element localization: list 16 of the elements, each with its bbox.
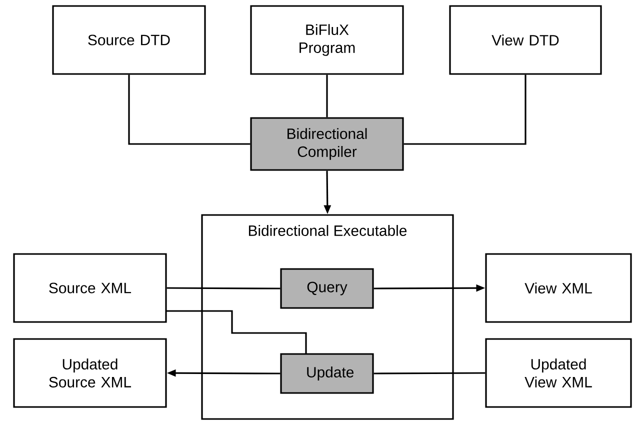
process-box: Updated Source XML bbox=[13, 338, 167, 408]
process-box: Updated View XML bbox=[485, 338, 632, 408]
connector-line bbox=[128, 74, 250, 145]
process-box: Query bbox=[280, 268, 374, 309]
connector-line bbox=[166, 310, 307, 354]
connector-line bbox=[374, 372, 486, 374]
process-box: BiFluX Program bbox=[250, 5, 404, 75]
process-box: View XML bbox=[485, 253, 632, 323]
process-box: Source DTD bbox=[52, 5, 206, 75]
process-box: Source XML bbox=[13, 253, 167, 323]
process-box: Update bbox=[280, 353, 374, 394]
process-box: Bidirectional Compiler bbox=[250, 117, 404, 171]
connector-line bbox=[326, 74, 328, 118]
connector-line bbox=[166, 287, 280, 290]
connector-line bbox=[404, 74, 526, 145]
process-box: View DTD bbox=[449, 5, 602, 75]
